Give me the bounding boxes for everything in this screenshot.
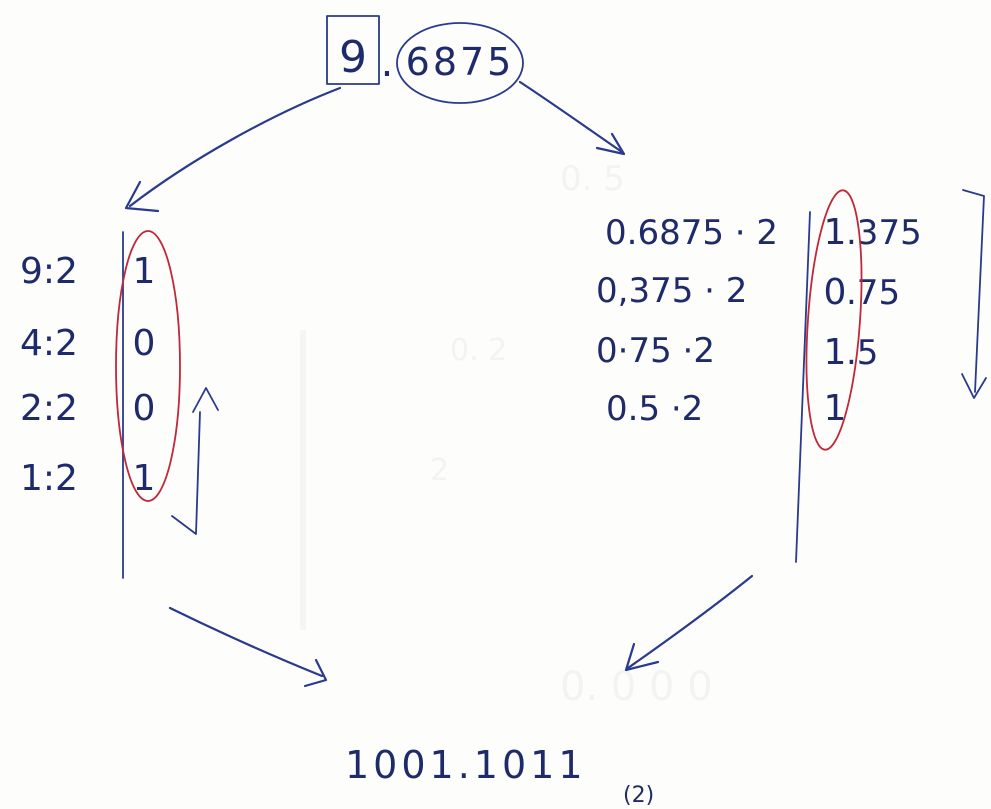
arrow-from-fraction-table — [626, 574, 754, 670]
fraction-digit-3: 1 — [824, 332, 847, 373]
division-op-1: 9:2 — [20, 251, 78, 292]
fraction-digit-4: 1 — [824, 388, 847, 429]
paper-show-through: 0. 5 0. 2 2 0. 0 0 0 — [300, 159, 713, 710]
read-upward-arrow — [171, 387, 219, 535]
arrow-from-integer-table-head — [303, 658, 328, 688]
division-op-3: 2:2 — [20, 388, 78, 429]
integer-division-table: 9:2 4:2 2:2 1:2 1 0 0 1 — [20, 230, 219, 579]
result-value: 1001.1011 — [345, 743, 587, 787]
arrow-from-integer-table — [168, 606, 324, 678]
fraction-rest-2: .75 — [846, 273, 900, 313]
arrow-to-integer-table — [128, 86, 342, 208]
division-op-2: 4:2 — [20, 323, 78, 364]
remainder-3: 0 — [133, 388, 156, 429]
multiplication-op-2: 0,375 · 2 — [596, 271, 747, 311]
decimal-separator: . — [381, 40, 394, 86]
fraction-digit-2: 0 — [824, 272, 847, 313]
fraction-rest-3: .5 — [846, 333, 878, 373]
binary-result: 1001.1011 (2) — [345, 743, 654, 808]
split-arrows — [124, 80, 626, 213]
arrow-to-fraction-table — [518, 80, 624, 154]
arrow-to-fraction-table-head — [595, 132, 626, 156]
remainder-1: 1 — [133, 251, 156, 292]
fraction-part-circle — [396, 22, 524, 104]
read-downward-arrow — [961, 189, 987, 399]
svg-text:0. 5: 0. 5 — [560, 159, 625, 199]
arrow-to-integer-table-head — [124, 180, 160, 213]
fraction-table-divider — [795, 211, 811, 563]
remainder-4: 1 — [133, 458, 156, 499]
result-base: (2) — [623, 783, 654, 808]
fraction-multiplication-table: 0.6875 · 2 0,375 · 2 0·75 ·2 0.5 ·2 1 .3… — [596, 189, 987, 563]
svg-text:0. 2: 0. 2 — [450, 333, 507, 368]
remainders-highlight — [115, 230, 181, 502]
source-number: 9 . 6875 — [326, 15, 524, 104]
fraction-digits-highlight — [805, 189, 863, 451]
integer-part: 9 — [339, 32, 367, 83]
integer-part-box — [326, 15, 380, 85]
remainder-2: 0 — [133, 323, 156, 364]
svg-text:0. 0 0 0: 0. 0 0 0 — [560, 664, 713, 710]
fraction-digit-1: 1 — [824, 212, 847, 253]
multiplication-op-3: 0·75 ·2 — [596, 331, 715, 371]
arrow-from-fraction-table-head — [624, 642, 660, 672]
multiplication-op-1: 0.6875 · 2 — [605, 213, 778, 253]
fraction-part: 6875 — [406, 40, 515, 84]
multiplication-op-4: 0.5 ·2 — [606, 389, 703, 429]
merge-arrows — [168, 574, 754, 688]
division-op-4: 1:2 — [20, 458, 78, 499]
svg-text:2: 2 — [430, 453, 449, 488]
